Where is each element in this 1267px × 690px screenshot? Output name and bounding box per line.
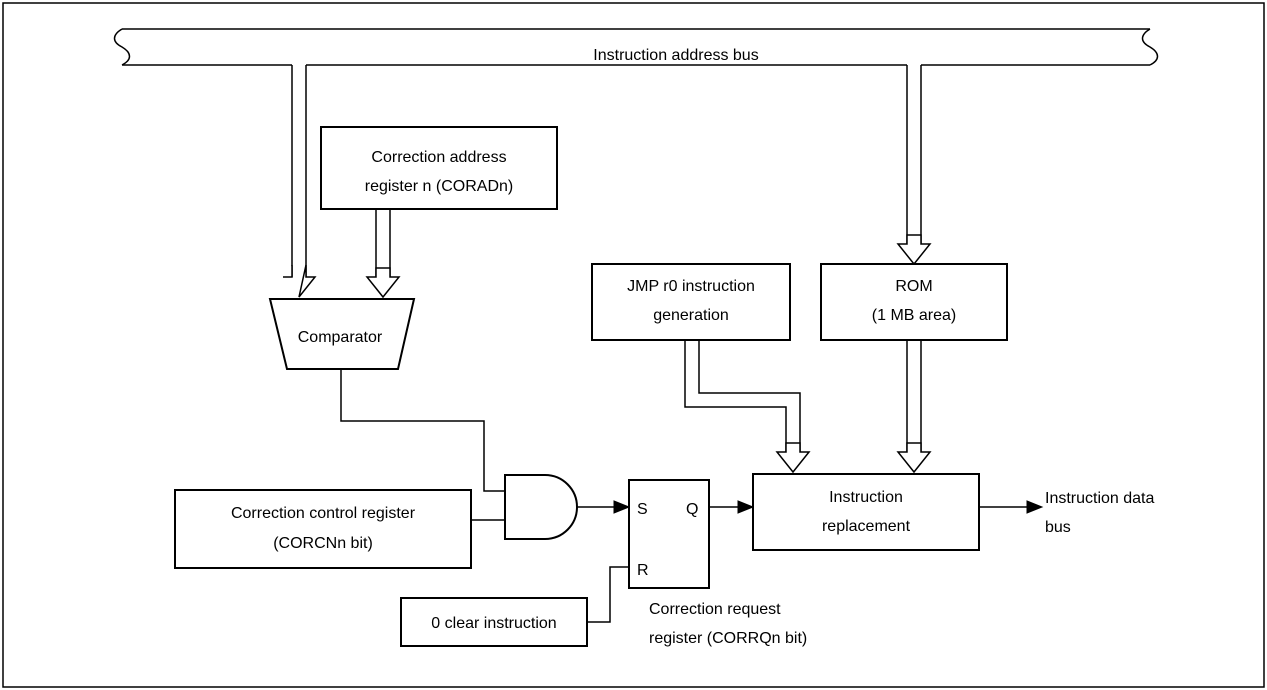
instruction-replacement-box: [752, 473, 980, 551]
comparator-label: Comparator: [298, 329, 383, 346]
jmp-generation-box: [591, 263, 791, 341]
bus-to-rom-arrow: [896, 65, 932, 266]
rom-line2: (1 MB area): [872, 307, 956, 324]
replacement-line1: Instruction: [829, 489, 903, 506]
corcn-line2: (CORCNn bit): [273, 535, 373, 552]
jmp-line2: generation: [653, 307, 729, 324]
ff-s-label: S: [637, 501, 648, 518]
ff-caption-line1: Correction request: [649, 601, 781, 618]
zero-clear-label: 0 clear instruction: [431, 615, 556, 632]
data-bus-line1: Instruction data: [1045, 490, 1155, 507]
comparator-to-and-wire: [340, 369, 505, 492]
corcn-register-box: [174, 489, 472, 569]
ff-q-label: Q: [686, 501, 698, 518]
comparator-block: [268, 298, 416, 370]
coradn-line2: register n (CORADn): [365, 178, 513, 195]
correction-request-flipflop: [628, 479, 710, 589]
replacement-line2: replacement: [822, 518, 911, 535]
coradn-to-comparator-arrow: [365, 209, 401, 299]
jmp-line1: JMP r0 instruction: [627, 278, 755, 295]
rom-to-replacement-arrow: [896, 340, 932, 474]
instruction-address-bus: [113, 28, 1159, 66]
jmp-to-replacement-arrow: [684, 340, 811, 474]
ff-q-to-replacement-arrow: [709, 500, 755, 514]
rom-line1: ROM: [895, 278, 932, 295]
bus-to-comparator-arrow: [283, 65, 317, 298]
clear-to-ff-r-wire: [587, 566, 629, 623]
data-bus-line2: bus: [1045, 519, 1071, 536]
ff-r-label: R: [637, 562, 649, 579]
and-gate: [504, 474, 578, 540]
corcn-line1: Correction control register: [231, 505, 416, 522]
rom-box: [820, 263, 1008, 341]
address-bus-label: Instruction address bus: [593, 47, 758, 64]
coradn-line1: Correction address: [371, 149, 506, 166]
coradn-register-box: [320, 126, 558, 210]
data-bus-output-arrow: [979, 500, 1044, 514]
and-to-ff-s-arrow: [577, 500, 631, 514]
ff-caption-line2: register (CORRQn bit): [649, 630, 807, 647]
